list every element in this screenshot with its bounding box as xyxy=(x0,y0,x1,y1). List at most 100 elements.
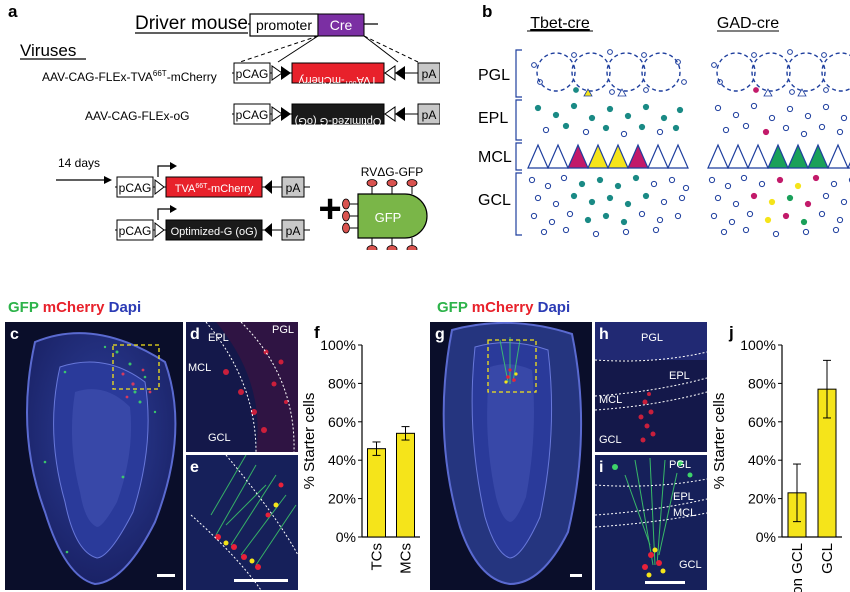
epl-cell xyxy=(656,128,664,136)
tva-flipped-box xyxy=(291,62,385,84)
panel-a-letter: a xyxy=(8,2,18,21)
gcl-cell xyxy=(782,212,790,220)
tva-flipped-label: TVA66T-mCherry xyxy=(298,74,377,86)
plus-sign: + xyxy=(318,187,341,231)
cre-box xyxy=(317,13,365,37)
glomerulus xyxy=(571,52,611,92)
glomerulus xyxy=(786,52,826,92)
epl-cell xyxy=(840,114,848,122)
y-tick-label: 40% xyxy=(328,452,356,468)
pgl-cell xyxy=(751,52,757,58)
gad-title: GAD-cre xyxy=(717,15,779,32)
stain-legend-right: GFP mCherry Dapi xyxy=(437,299,570,316)
gcl-cell xyxy=(832,226,840,234)
mitral-cell xyxy=(727,143,749,169)
d-tag-epl: EPL xyxy=(208,332,229,344)
y-tick-label: 100% xyxy=(740,337,776,353)
pgl-cell xyxy=(643,87,649,93)
gcl-cell xyxy=(668,176,676,184)
epl-cell xyxy=(602,124,610,132)
epl-cell xyxy=(782,124,790,132)
mitral-cell xyxy=(767,143,789,169)
epl-cell xyxy=(638,123,646,131)
mitral-cell xyxy=(627,143,649,169)
panel-c-letter: c xyxy=(10,326,19,343)
layer-label-epl: EPL xyxy=(478,110,508,127)
pgl-cell xyxy=(609,89,615,95)
gcl-cell xyxy=(602,212,610,220)
rabies-virus-icon: GFP xyxy=(342,179,428,250)
y-tick-label: 80% xyxy=(328,375,356,391)
micrograph-c: c xyxy=(5,322,183,590)
y-tick-label: 20% xyxy=(748,491,776,507)
y-tick-label: 100% xyxy=(320,337,356,353)
mitral-cell xyxy=(647,143,669,169)
i-tag-epl: EPL xyxy=(673,491,694,503)
gcl-cell xyxy=(720,228,728,236)
gcl-cell xyxy=(800,218,808,226)
gcl-cell xyxy=(678,194,686,202)
pgl-cell xyxy=(821,52,827,58)
pgl-cell xyxy=(787,49,793,55)
pgl-cell xyxy=(711,62,717,68)
mitral-cell xyxy=(607,143,629,169)
gcl-cell xyxy=(848,177,850,183)
pa-1: pA xyxy=(422,67,437,81)
epl-cell xyxy=(786,105,794,113)
gcl-cell xyxy=(544,182,552,190)
stain-legend-left: GFP mCherry Dapi xyxy=(8,299,141,316)
h-tag-pgl: PGL xyxy=(641,332,664,344)
gcl-cell xyxy=(802,228,810,236)
gcl-cell xyxy=(584,216,592,224)
epl-cell xyxy=(642,103,650,111)
og-flipped-label: Optimized-G (oG) xyxy=(295,115,382,127)
panel-b-letter: b xyxy=(482,2,493,21)
stain-dapi-right: Dapi xyxy=(537,299,571,316)
epl-cell xyxy=(762,128,770,136)
gcl-cell xyxy=(540,228,548,236)
gcl-cell xyxy=(592,230,600,238)
stain-mcherry-right: mCherry xyxy=(471,299,534,316)
epl-cell xyxy=(768,114,776,122)
i-tag-gcl: GCL xyxy=(679,559,702,571)
panel-d-letter: d xyxy=(190,326,200,343)
layer-brackets xyxy=(515,49,522,236)
epl-cell xyxy=(800,130,808,138)
gcl-cell xyxy=(732,200,740,208)
epl-cell xyxy=(722,126,730,134)
mitral-cell xyxy=(747,143,769,169)
gcl-cell xyxy=(660,198,668,206)
tufted-cell xyxy=(797,88,807,97)
pgl-cell xyxy=(641,52,647,58)
gcl-cell xyxy=(812,174,820,182)
glomerulus xyxy=(716,52,756,92)
y-tick-label: 20% xyxy=(328,491,356,507)
og-flipped-box xyxy=(291,103,385,125)
mitral-cell xyxy=(587,143,609,169)
panel-j-letter: j xyxy=(729,323,734,342)
gcl-cell xyxy=(562,226,570,234)
mitral-cell xyxy=(707,143,729,169)
gad-schematic xyxy=(707,49,850,238)
gcl-cell xyxy=(764,216,772,224)
micrograph-g: g xyxy=(430,322,592,590)
gcl-cell xyxy=(650,180,658,188)
tufted-cell xyxy=(583,88,593,97)
panel-g-letter: g xyxy=(435,326,445,343)
gcl-cell xyxy=(622,228,630,236)
gcl-cell xyxy=(638,210,646,218)
pgl-cell xyxy=(573,87,579,93)
y-tick-label: 80% xyxy=(748,375,776,391)
gcl-cell xyxy=(588,198,596,206)
epl-cell xyxy=(672,124,680,132)
micrograph-h: h PGL EPL MCL GCL xyxy=(595,322,707,452)
y-tick-label: 60% xyxy=(748,414,776,430)
tufted-cell xyxy=(617,88,627,97)
epl-cell xyxy=(552,111,560,119)
gcl-cell xyxy=(614,182,622,190)
pa-2: pA xyxy=(422,108,437,122)
gcl-cell xyxy=(786,194,794,202)
days-label: 14 days xyxy=(58,156,100,170)
gcl-cell xyxy=(682,184,690,192)
gcl-cell xyxy=(772,230,780,238)
